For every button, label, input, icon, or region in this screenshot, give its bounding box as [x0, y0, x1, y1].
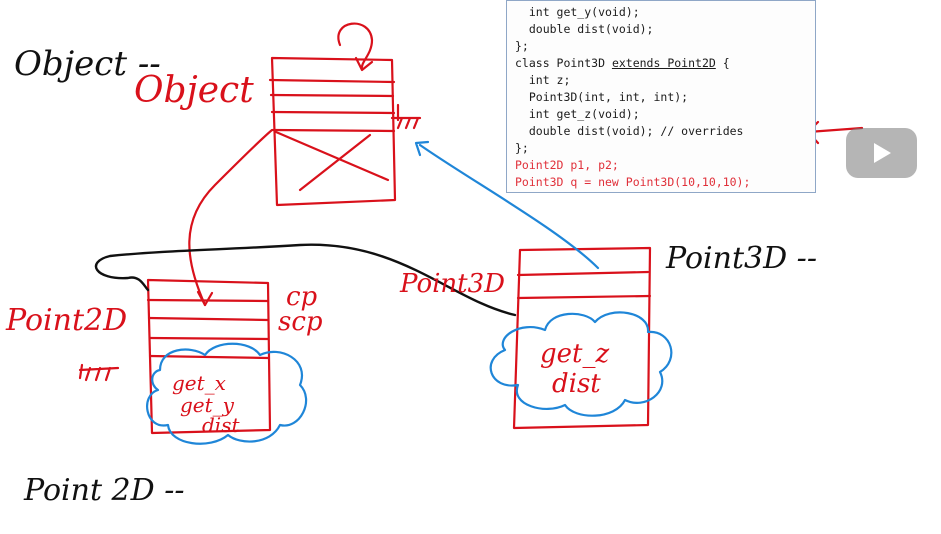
- code-line: };: [515, 141, 529, 155]
- code-line: double dist(void);: [515, 22, 654, 36]
- code-line: int z;: [515, 73, 571, 87]
- code-line: class Point3D extends Point2D {: [515, 56, 730, 70]
- code-line: double dist(void); // overrides: [515, 124, 744, 138]
- method-get-z: get_z: [540, 339, 609, 369]
- code-line: };: [515, 39, 529, 53]
- object-label-black: Object --: [14, 44, 161, 84]
- method-dist-2d: dist: [202, 413, 240, 437]
- code-line: int get_y(void);: [515, 5, 640, 19]
- code-line: int get_z(void);: [515, 107, 640, 121]
- code-line: Point2D p1, p2;: [515, 158, 619, 172]
- point3d-to-point2d-link: [95, 243, 517, 317]
- method-get-y: get_y: [180, 393, 235, 417]
- method-get-x: get_x: [172, 371, 226, 395]
- play-icon: [874, 143, 891, 163]
- scp-label: scp: [278, 307, 323, 337]
- point3d-block: [512, 246, 652, 430]
- code-line: Point3D q = new Point3D(10,10,10);: [515, 175, 751, 189]
- cp-label: cp: [286, 282, 318, 312]
- point2d-methods-cloud: [146, 342, 308, 445]
- point3d-to-object-arrow: [418, 143, 600, 270]
- object-label-red: Object: [134, 70, 254, 111]
- method-dist-3d: dist: [552, 369, 601, 399]
- code-line: Point3D(int, int, int);: [515, 90, 689, 104]
- point2d-block: [78, 278, 272, 435]
- code-snippet-panel: int get_y(void); double dist(void);}; cla…: [506, 0, 816, 193]
- point2d-label-red: Point2D: [5, 303, 127, 338]
- point2d-to-object-arrow: [188, 128, 274, 307]
- object-block: [268, 22, 422, 207]
- point3d-methods-cloud: [489, 311, 673, 417]
- point3d-label-black: Point3D --: [665, 241, 817, 276]
- play-button[interactable]: [846, 128, 917, 178]
- point2d-label-black: Point 2D --: [23, 473, 185, 508]
- point3d-label-red: Point3D: [399, 269, 505, 299]
